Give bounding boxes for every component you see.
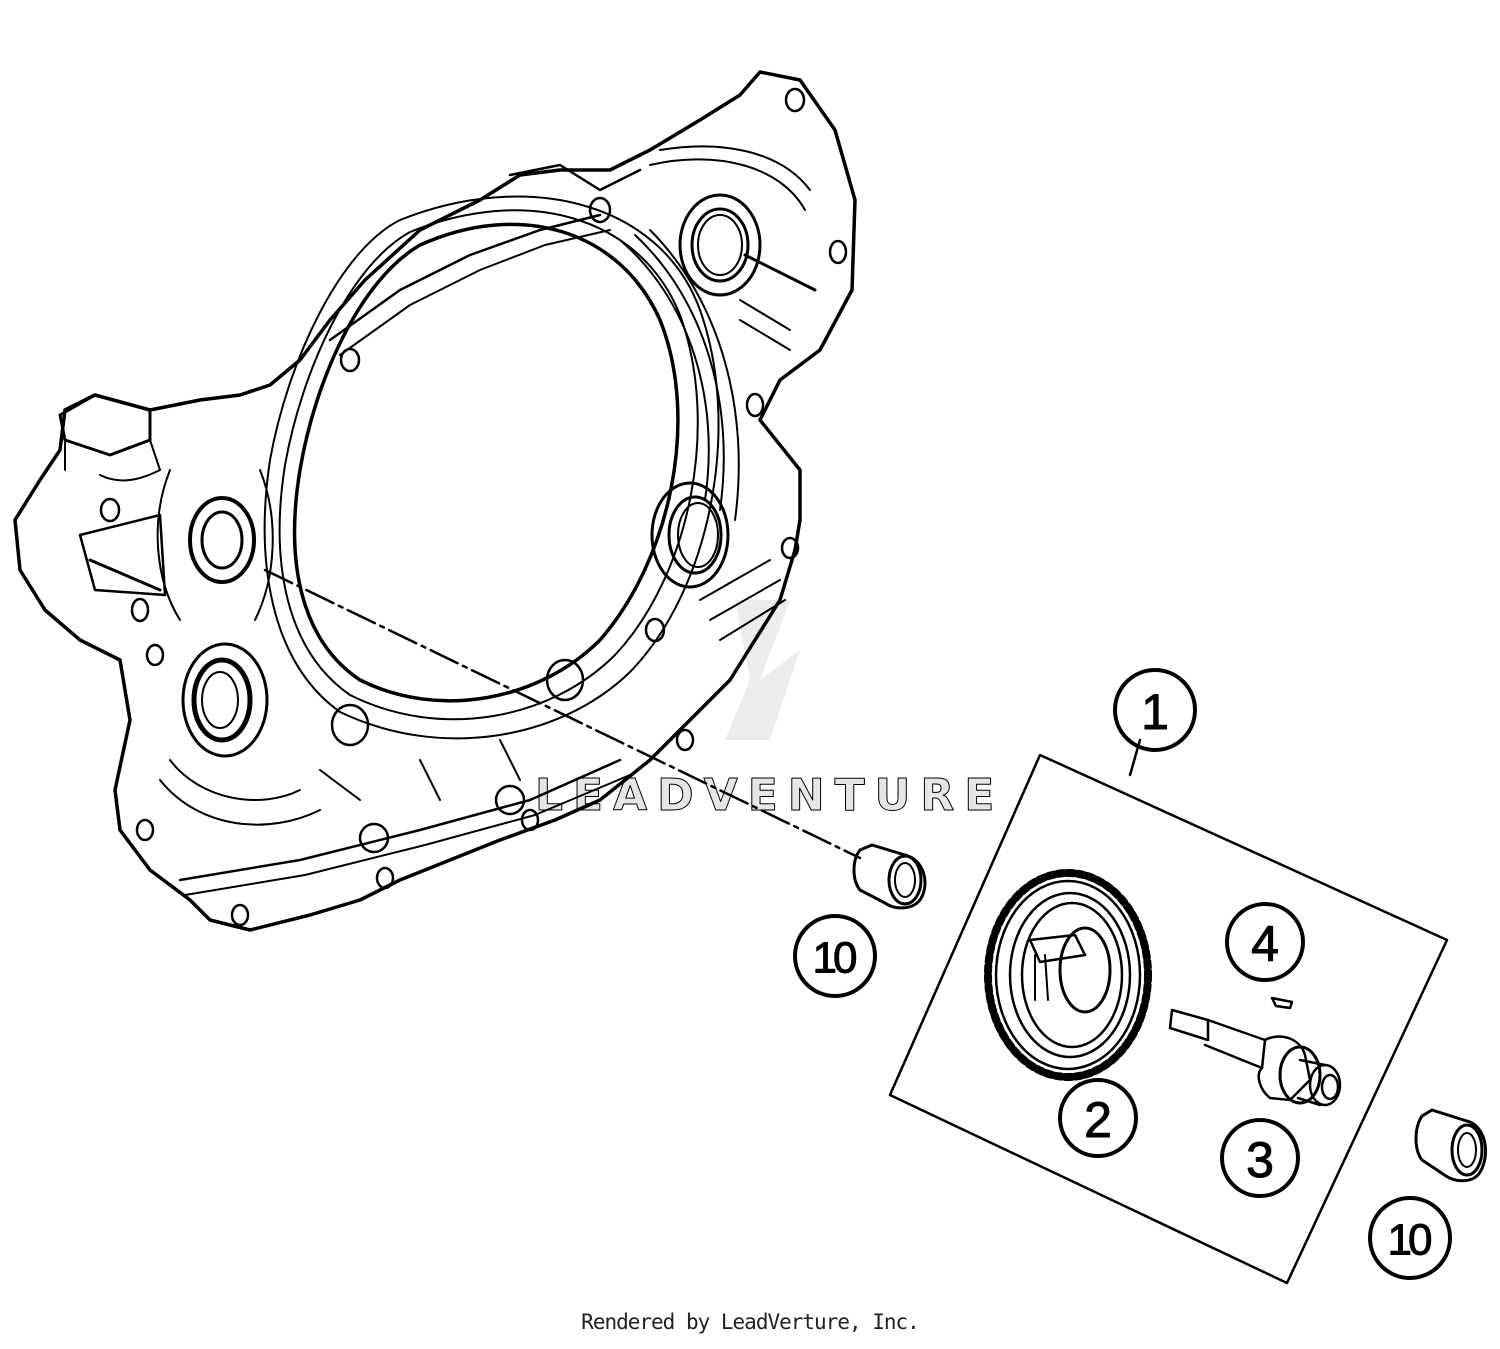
callout-10-right[interactable]: 10	[1368, 1196, 1452, 1280]
leader-line-dashed	[263, 568, 862, 860]
callout-3[interactable]: 3	[1220, 1118, 1300, 1198]
bearing-seat-lower-left	[159, 642, 321, 826]
callout-10-right-label: 10	[1388, 1216, 1431, 1265]
bushing-10-left[interactable]	[852, 843, 927, 910]
bolt-holes	[99, 87, 848, 927]
bushing-10-right[interactable]	[1414, 1108, 1488, 1183]
callout-4-label: 4	[1251, 916, 1279, 972]
callout-2-label: 2	[1084, 1092, 1112, 1148]
assembly-box	[888, 738, 1449, 1285]
shaft-seal-left	[156, 469, 274, 621]
bearing-seat-upper-right	[649, 145, 817, 297]
shaft-part-3[interactable]	[1168, 1008, 1342, 1107]
callout-1[interactable]: 1	[1113, 668, 1197, 752]
footer-credit: Rendered by LeadVerture, Inc.	[581, 1310, 920, 1334]
callout-2[interactable]: 2	[1058, 1078, 1138, 1158]
gear-part-2[interactable]	[984, 869, 1152, 1081]
crankcase-cover[interactable]	[13, 70, 857, 932]
woodruff-key-part-4[interactable]	[1270, 996, 1294, 1010]
callout-1-label: 1	[1141, 684, 1169, 740]
callout-4[interactable]: 4	[1225, 902, 1305, 982]
callout-10-left-label: 10	[813, 934, 856, 983]
callout-10-left[interactable]: 10	[793, 914, 877, 998]
bearing-seat-right	[650, 481, 730, 589]
callout-3-label: 3	[1246, 1132, 1274, 1188]
